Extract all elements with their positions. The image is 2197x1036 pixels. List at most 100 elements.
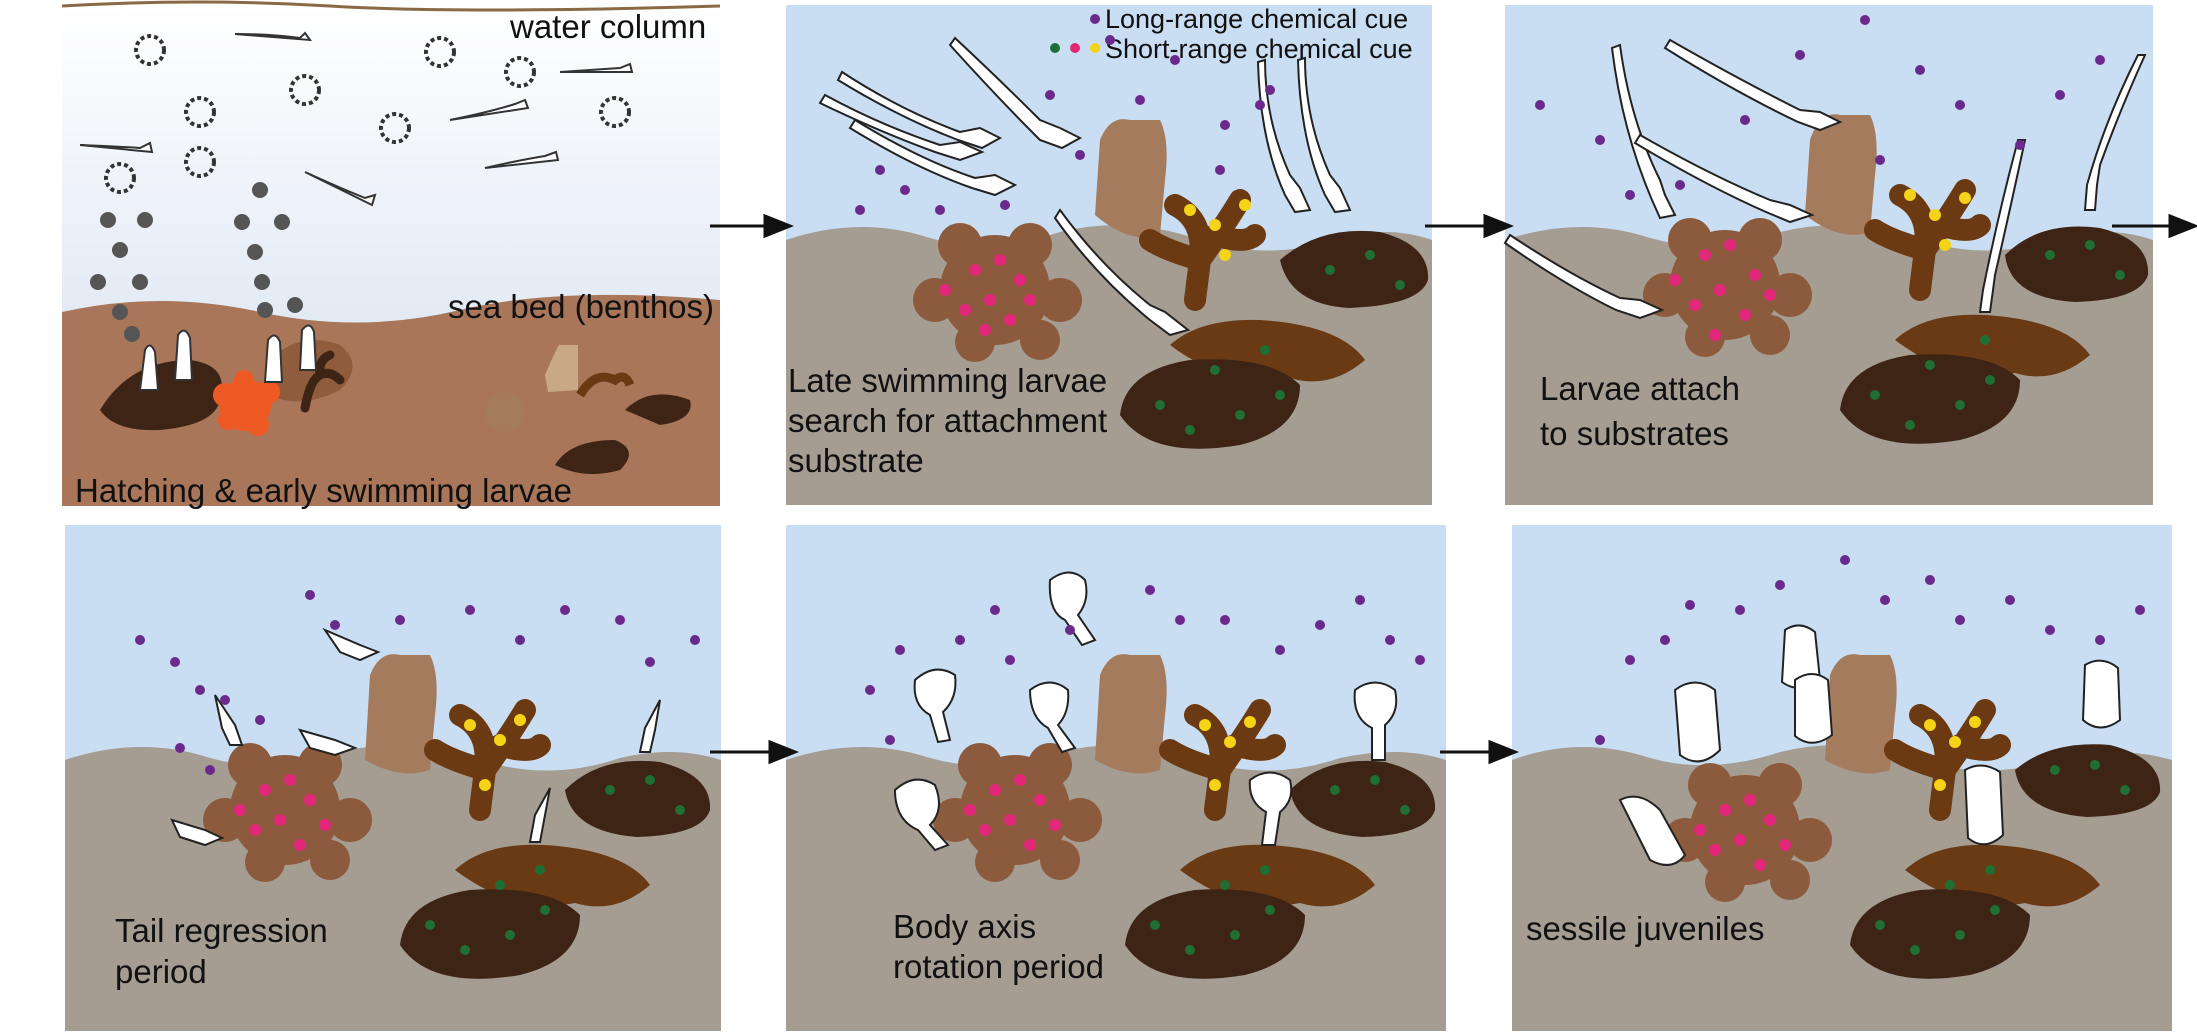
short-range-cue-green-dot [1325,265,1335,275]
rock-right [2005,226,2149,302]
short-range-cue-pink-dot [319,819,331,831]
short-range-cue-green-dot [2045,250,2055,260]
short-range-cue-green-dot [1365,250,1375,260]
short-range-cue-yellow-dot [1224,736,1236,748]
short-range-cue-pink-dot [1694,824,1706,836]
egg-clusters [90,182,303,342]
long-range-cue-dot [2005,595,2015,605]
legend: Long-range chemical cue Short-range chem… [1050,4,1413,64]
legend-short-range-label: Short-range chemical cue [1105,34,1413,64]
long-range-cue-dot [255,715,265,725]
short-range-cue-pink-dot [979,324,991,336]
long-range-cue-dot [1255,100,1265,110]
panel-tail-regression: Tail regression period [65,525,721,1031]
short-range-cue-pink-dot [959,304,971,316]
short-range-cue-green-dot [1155,400,1165,410]
short-range-cue-green-dot [1260,345,1270,355]
short-range-cue-yellow-dot [1939,239,1951,251]
short-range-cue-yellow-dot [1209,219,1221,231]
rock-right [565,760,711,837]
arrow-4-5-head [768,739,800,765]
long-range-cue-dot [1595,135,1605,145]
short-range-cue-green-dot [1910,945,1920,955]
sea-floor [1512,745,2172,1031]
panel-rotation-label-1: Body axis [893,908,1036,945]
long-range-cue-dot [900,185,910,195]
short-range-cue-green-dot [425,920,435,930]
short-range-cue-yellow-dot [1209,779,1221,791]
long-range-cue-dot [170,657,180,667]
yellow-branch-coral [1864,179,1991,301]
panel-late-swimming: Long-range chemical cue Short-range chem… [786,4,1432,505]
long-range-cue-dot [1625,655,1635,665]
pink-coral [1643,218,1812,357]
short-range-cue-pink-dot [249,824,261,836]
long-range-cue-dot [1265,85,1275,95]
sessile-juveniles-group [1618,624,2122,866]
long-range-cue-dot [2095,55,2105,65]
short-range-cue-pink-dot [1739,309,1751,321]
arrow-1-2-head [763,213,795,239]
long-range-cue-dot [1915,65,1925,75]
long-range-cue-dot [1000,200,1010,210]
short-range-cue-pink-dot [969,264,981,276]
short-range-cue-green-dot [675,805,685,815]
sponge [365,654,437,774]
sea-bed [62,294,720,506]
short-range-cue-yellow-dot [1924,719,1936,731]
long-range-cue-dot [1415,655,1425,665]
long-range-cue-dot [885,735,895,745]
juveniles-left [138,324,318,391]
short-range-cue-green-dot [2050,765,2060,775]
short-range-cue-pink-dot [259,784,271,796]
short-range-cue-yellow-dot [494,734,506,746]
long-range-cue-dot [195,685,205,695]
short-range-cue-yellow-dot [1949,736,1961,748]
short-range-cue-yellow-dot [1239,199,1251,211]
short-range-cue-pink-dot [1699,249,1711,261]
short-range-cue-pink-dot [1714,284,1726,296]
short-range-cue-green-dot [1400,805,1410,815]
rock-right [1280,230,1429,308]
short-range-cue-pink-dot [994,254,1006,266]
long-range-cue-dot [935,205,945,215]
long-range-cue-dot [2055,90,2065,100]
short-range-cue-green-dot [1985,375,1995,385]
short-range-cue-green-dot [1150,920,1160,930]
short-range-cue-yellow-dot [1959,192,1971,204]
early-larvae-tadpoles [104,34,631,194]
short-range-cue-pink-dot [284,774,296,786]
panel-tail-label-2: period [115,953,207,990]
short-range-cue-pink-dot [1709,329,1721,341]
long-range-cue-dot [1595,735,1605,745]
short-range-cue-yellow-dot [1969,716,1981,728]
short-range-cue-pink-dot [1779,839,1791,851]
long-range-cue-dot [1880,595,1890,605]
short-range-cue-green-dot [460,945,470,955]
short-range-cue-green-dot [1870,390,1880,400]
long-range-cue-dot [645,657,655,667]
pink-coral [203,743,372,882]
pink-coral [933,743,1102,882]
short-range-cue-yellow-dot [1904,189,1916,201]
short-range-cue-pink-dot [1719,804,1731,816]
long-range-cue-dot [2045,625,2055,635]
short-range-cue-pink-dot [1724,239,1736,251]
long-range-cue-dot [1685,600,1695,610]
short-range-cue-pink-dot [984,294,996,306]
short-range-cue-pink-dot [1004,314,1016,326]
long-range-cue-dot [305,590,315,600]
short-range-cue-yellow-dot [1244,716,1256,728]
swimming-larvae [818,36,1352,337]
rock-front [1125,889,1305,979]
panel-attach: Larvae attach to substrates [1503,5,2153,505]
short-range-cue-yellow-dot [514,714,526,726]
legend-short-dot-green [1050,43,1060,53]
short-range-cue-green-dot [605,785,615,795]
long-range-cue-dot [1840,555,1850,565]
arrow-2-3-head [1483,213,1515,239]
long-range-cue-dot [1005,655,1015,665]
long-range-cue-dot [865,685,875,695]
short-range-cue-pink-dot [1764,289,1776,301]
short-range-cue-green-dot [505,930,515,940]
